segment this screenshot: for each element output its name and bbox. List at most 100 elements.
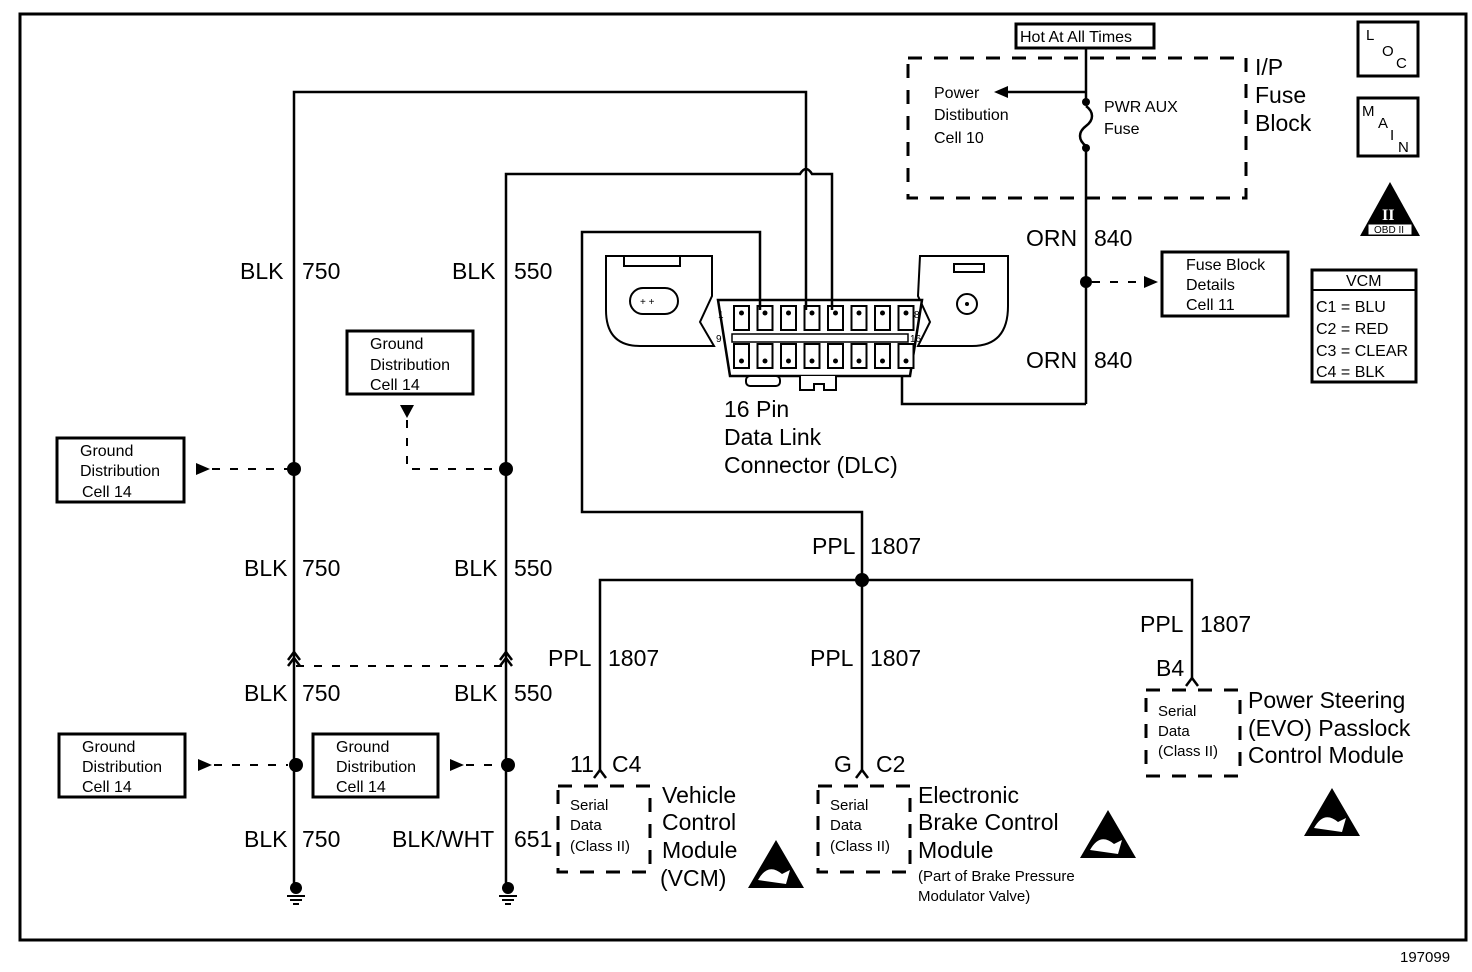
dlc-title: 16 Pin Data Link Connector (DLC) — [724, 396, 898, 478]
svg-text:II: II — [1382, 207, 1394, 224]
dlc-pin-terminal — [833, 358, 838, 364]
pwr-aux-fuse-icon — [1078, 105, 1094, 147]
dlc-pin-terminal — [903, 310, 909, 316]
dlc-pin-terminal — [903, 358, 909, 364]
svg-text:Connector (DLC): Connector (DLC) — [724, 452, 898, 478]
main-icon[interactable]: M A I N — [1356, 96, 1420, 158]
svg-text:Serial: Serial — [830, 797, 868, 814]
svg-text:(Class II): (Class II) — [1158, 743, 1218, 760]
svg-text:Data: Data — [830, 817, 862, 834]
svg-text:9: 9 — [716, 334, 722, 345]
ebcm-module[interactable]: G C2 Serial Data (Class II) Electronic B… — [816, 751, 1075, 905]
connector-pin-icon — [855, 767, 869, 779]
svg-text:OBD II: OBD II — [1374, 225, 1404, 236]
svg-text:Distribution: Distribution — [370, 357, 450, 374]
wire-label-blk-750-a: BLK 750 — [240, 258, 340, 284]
blk-750-wire — [292, 90, 808, 884]
dlc-pin-terminal — [809, 310, 815, 316]
ground-symbol-icon — [286, 881, 306, 905]
svg-text:Data Link: Data Link — [724, 424, 822, 450]
ground-arrow-down-icon — [400, 405, 414, 418]
obd-ii-icon[interactable]: II OBD II — [1360, 182, 1420, 236]
wire-label-ppl-1807-main: PPL 1807 — [812, 533, 921, 559]
ground-ref-upper-middle[interactable]: Ground Distribution Cell 14 — [345, 329, 475, 396]
dlc-pin-cavity — [803, 343, 821, 369]
esd-warning-icon — [1304, 788, 1360, 836]
svg-text:750: 750 — [302, 826, 340, 852]
svg-text:8: 8 — [914, 310, 920, 321]
vcm-connector-legend: VCM C1 = BLU C2 = RED C3 = CLEAR C4 = BL… — [1310, 268, 1418, 384]
svg-text:BLK: BLK — [454, 555, 498, 581]
svg-text:Details: Details — [1186, 277, 1235, 294]
dlc-pin-cavity — [733, 305, 750, 331]
page-border — [18, 12, 1468, 942]
wire-label-ppl-1807-psm: PPL 1807 — [1140, 611, 1251, 637]
svg-text:O: O — [1382, 43, 1394, 60]
svg-text:Distribution: Distribution — [80, 463, 160, 480]
svg-text:11: 11 — [570, 751, 594, 777]
svg-text:I: I — [1390, 127, 1394, 144]
blk-550-wire — [504, 167, 834, 884]
svg-text:N: N — [1398, 139, 1409, 156]
dlc-pin-terminal — [880, 358, 885, 364]
ppl-1807-bus — [598, 578, 1194, 770]
svg-text:1807: 1807 — [870, 645, 921, 671]
svg-text:C3 = CLEAR: C3 = CLEAR — [1316, 343, 1408, 360]
fuse-top-terminal — [1082, 98, 1090, 106]
shield-chevron-icon — [287, 649, 301, 667]
ground-ref-lower-middle[interactable]: Ground Distribution Cell 14 — [311, 732, 440, 799]
svg-text:(Class II): (Class II) — [570, 838, 630, 855]
svg-text:PPL: PPL — [812, 533, 856, 559]
ppl-1807-splice — [855, 573, 869, 587]
svg-text:Serial: Serial — [570, 797, 608, 814]
power-steering-passlock-module[interactable]: B4 Serial Data (Class II) Power Steering… — [1144, 655, 1411, 778]
svg-text:Electronic: Electronic — [918, 782, 1019, 808]
svg-text:+ +: + + — [640, 297, 655, 308]
svg-text:L: L — [1366, 27, 1374, 44]
wire-label-blk-wht-651: BLK/WHT 651 — [392, 826, 552, 852]
ground-link-dashed — [406, 420, 500, 470]
svg-text:Module: Module — [662, 837, 737, 863]
svg-text:Block: Block — [1255, 110, 1312, 136]
figure-id: 197099 — [1400, 949, 1450, 966]
dlc-pin-cavity — [780, 343, 797, 369]
dlc-pin-cavity — [850, 343, 868, 369]
loc-icon[interactable]: L O C — [1356, 20, 1420, 78]
svg-text:BLK: BLK — [244, 555, 288, 581]
wire-label-ppl-1807-ebcm: PPL 1807 — [810, 645, 921, 671]
svg-text:Data: Data — [1158, 723, 1190, 740]
fuse-bottom-terminal — [1082, 144, 1090, 152]
svg-text:PWR AUX: PWR AUX — [1104, 99, 1178, 116]
svg-text:1807: 1807 — [608, 645, 659, 671]
dlc-pin-terminal — [786, 358, 791, 364]
vcm-module[interactable]: 11 C4 Serial Data (Class II) Vehicle Con… — [556, 751, 737, 891]
blk-550-splice-lower — [501, 758, 515, 772]
wire-label-blk-550-b: BLK 550 — [454, 555, 552, 581]
power-distribution-ref[interactable]: Power Distibution Cell 10 — [934, 85, 1009, 147]
shield-chevron-icon — [499, 649, 513, 667]
ground-ref-lower-left[interactable]: Ground Distribution Cell 14 — [57, 732, 187, 799]
svg-text:B4: B4 — [1156, 655, 1184, 681]
ip-fuse-block-outline — [906, 56, 1248, 200]
svg-text:Power Steering: Power Steering — [1248, 687, 1405, 713]
svg-text:Control: Control — [662, 809, 736, 835]
wire-label-blk-750-d: BLK 750 — [244, 826, 340, 852]
connector-pin-icon — [1185, 675, 1199, 687]
dlc-pin-cavity — [874, 305, 891, 331]
hot-at-all-times-label: Hot At All Times — [1014, 22, 1156, 50]
svg-text:750: 750 — [302, 680, 340, 706]
svg-text:A: A — [1378, 115, 1388, 132]
svg-text:M: M — [1362, 103, 1375, 120]
fuse-block-details-ref[interactable]: Fuse Block Details Cell 11 — [1160, 250, 1290, 318]
dlc-pin-terminal — [762, 310, 768, 316]
ip-fuse-block-title: I/P Fuse Block — [1255, 54, 1312, 136]
dlc-pin-cavity — [897, 305, 915, 331]
dlc-pin-terminal — [856, 310, 862, 316]
dlc-pin-terminal — [856, 358, 862, 364]
svg-text:Fuse: Fuse — [1255, 82, 1306, 108]
svg-text:C: C — [1396, 55, 1407, 72]
dlc-connector[interactable]: + + 1 8 9 16 — [605, 255, 1009, 391]
ground-ref-upper-left[interactable]: Ground Distribution Cell 14 — [55, 436, 186, 504]
svg-text:Brake Control: Brake Control — [918, 809, 1059, 835]
svg-text:BLK: BLK — [240, 258, 284, 284]
